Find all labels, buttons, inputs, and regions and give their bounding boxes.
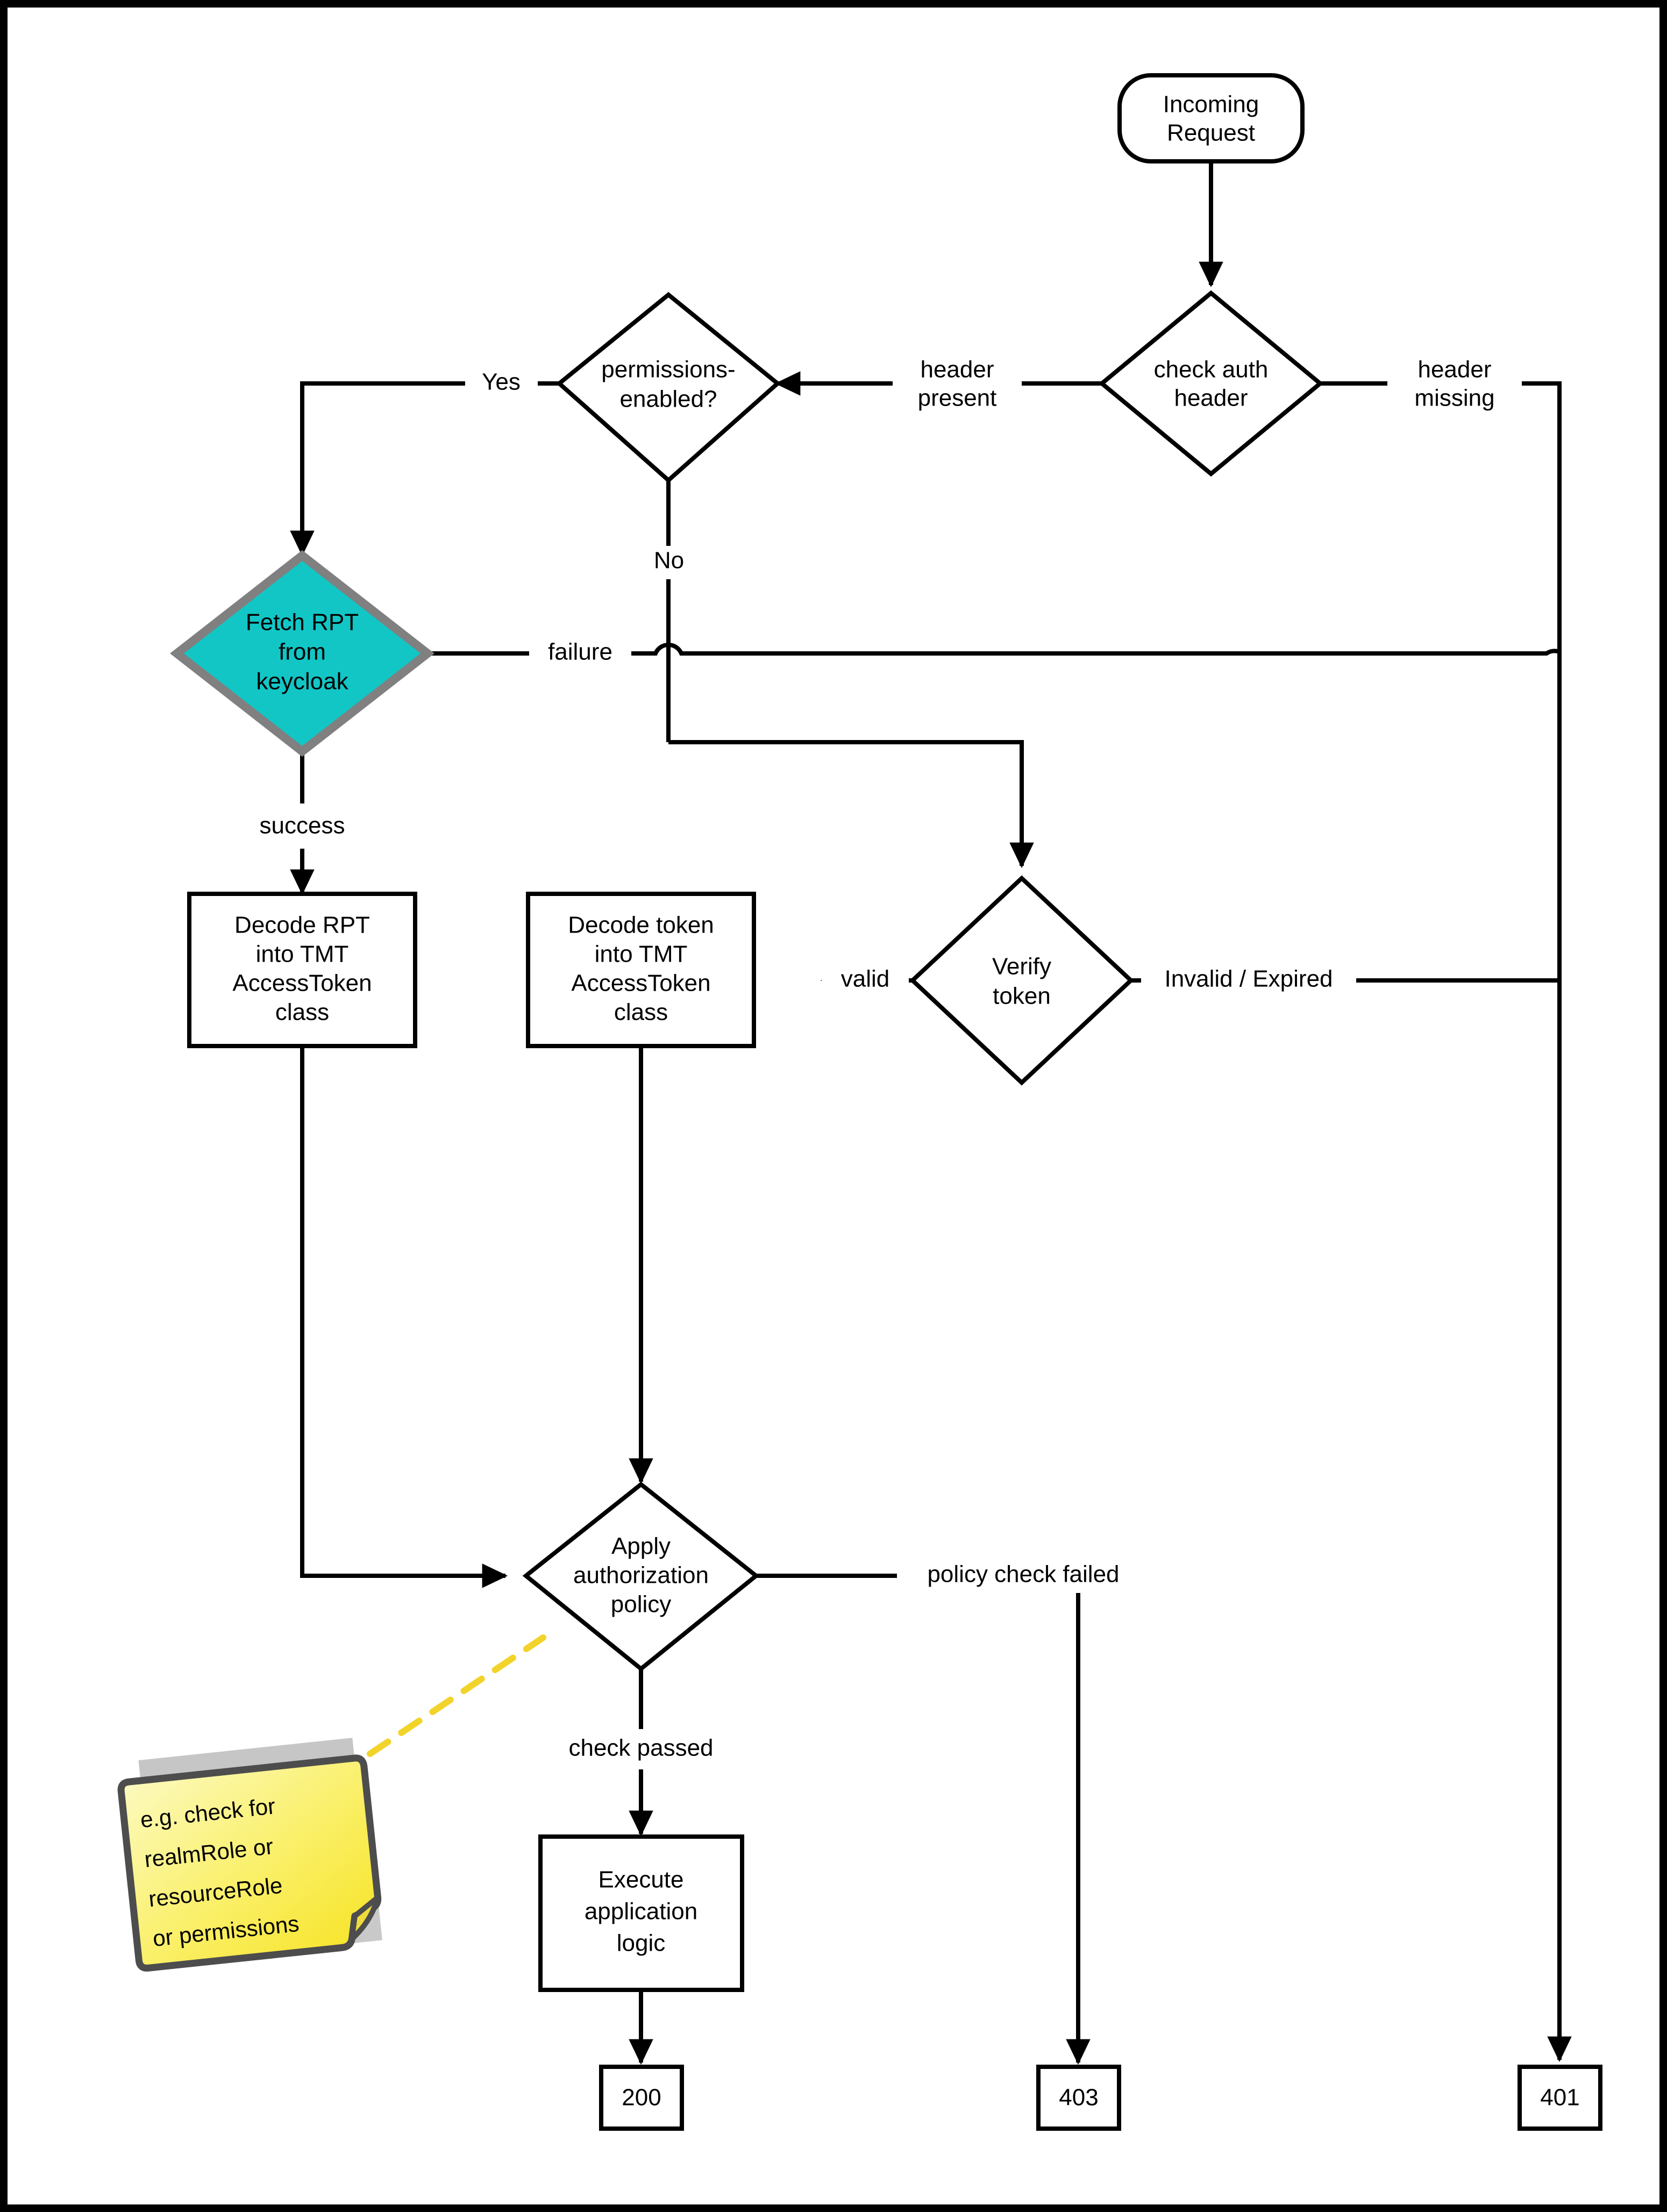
edge-label-yes: Yes xyxy=(482,369,521,395)
edge-label-no: No xyxy=(654,547,684,574)
status-403-shape xyxy=(1036,2065,1121,2131)
edge-label-invalid-expired: Invalid / Expired xyxy=(1164,966,1333,992)
node-decode-rpt[interactable]: Decode RPT into TMT AccessToken class xyxy=(187,892,417,1048)
label-plate-no xyxy=(640,546,698,579)
sticky-note[interactable]: e.g. check for realmRole or resourceRole… xyxy=(117,1737,383,1972)
label-plate-header-present xyxy=(893,355,1022,414)
edge-label-valid: valid xyxy=(841,966,890,992)
verify-token-shape xyxy=(909,875,1134,1086)
decode-rpt-label-4: class xyxy=(275,999,329,1026)
label-plate-header-missing xyxy=(1387,355,1522,414)
label-plate-failure xyxy=(529,637,631,671)
label-plate-policy-check-failed xyxy=(897,1560,1150,1593)
edge-label-header-present-1: header xyxy=(920,357,994,383)
permissions-enabled-label-2: enabled? xyxy=(619,386,717,412)
apply-policy-label-2: authorization xyxy=(573,1562,709,1589)
node-incoming-request[interactable]: Incoming Request xyxy=(1117,73,1305,163)
execute-logic-shape xyxy=(538,1834,744,1992)
node-decode-token[interactable]: Decode token into TMT AccessToken class xyxy=(526,892,756,1048)
label-plate-valid xyxy=(822,964,909,998)
decode-rpt-shape xyxy=(187,892,417,1048)
node-verify-token[interactable]: Verify token xyxy=(909,875,1134,1086)
execute-logic-label-1: Execute xyxy=(599,1867,684,1893)
check-auth-header-shape xyxy=(1098,290,1324,477)
edge-label-header-missing-2: missing xyxy=(1414,385,1494,411)
node-execute-logic[interactable]: Execute application logic xyxy=(538,1834,744,1992)
decode-token-label-1: Decode token xyxy=(568,912,714,938)
apply-policy-label-3: policy xyxy=(611,1591,672,1618)
status-403-label: 403 xyxy=(1059,2085,1098,2111)
execute-logic-label-2: application xyxy=(585,1898,697,1925)
verify-token-label-2: token xyxy=(993,983,1051,1009)
decode-rpt-label-1: Decode RPT xyxy=(234,912,370,938)
execute-logic-label-3: logic xyxy=(617,1930,666,1957)
status-200-shape xyxy=(599,2065,684,2131)
node-status-401[interactable]: 401 xyxy=(1518,2065,1602,2131)
node-permissions-enabled[interactable]: permissions- enabled? xyxy=(555,291,781,483)
status-401-shape xyxy=(1518,2065,1602,2131)
fetch-rpt-shape xyxy=(170,550,434,757)
incoming-request-label-2: Request xyxy=(1167,120,1255,146)
node-check-auth-header[interactable]: check auth header xyxy=(1098,290,1324,477)
edge-checkauth-to-rail xyxy=(1320,381,1562,651)
check-auth-header-label-1: check auth xyxy=(1154,357,1269,383)
label-plate-yes xyxy=(465,367,538,401)
apply-policy-label-1: Apply xyxy=(611,1533,671,1560)
edge-label-check-passed: check passed xyxy=(568,1735,713,1761)
status-401-label: 401 xyxy=(1540,2085,1579,2111)
note-body xyxy=(117,1754,382,1972)
edge-decodertp-to-applypolicy xyxy=(300,1046,508,1588)
decode-token-shape xyxy=(526,892,756,1048)
fetch-rpt-label-1: Fetch RPT xyxy=(246,609,359,636)
decode-rpt-label-2: into TMT xyxy=(256,941,349,968)
fetch-rpt-label-3: keycloak xyxy=(256,668,348,695)
label-plate-invalid-expired xyxy=(1141,964,1356,998)
decode-token-label-4: class xyxy=(614,999,668,1026)
verify-token-label-1: Verify xyxy=(992,954,1051,980)
edge-label-header-present-2: present xyxy=(918,385,997,411)
edge-applypolicy-to-403 xyxy=(756,1574,1091,2065)
edge-label-success: success xyxy=(260,813,345,839)
edge-permissions-yes-to-fetchrpt xyxy=(290,381,559,557)
note-curl xyxy=(349,1894,381,1942)
node-status-200[interactable]: 200 xyxy=(599,2065,684,2131)
decode-token-label-3: AccessToken xyxy=(571,970,710,997)
apply-policy-shape xyxy=(522,1481,760,1672)
decode-rpt-label-3: AccessToken xyxy=(232,970,372,997)
edge-fetchrpt-failure-to-rail xyxy=(428,643,1561,656)
edge-label-policy-check-failed: policy check failed xyxy=(927,1561,1119,1588)
edge-permissions-no-seg2 xyxy=(668,740,1034,869)
node-status-403[interactable]: 403 xyxy=(1036,2065,1121,2131)
incoming-request-shape xyxy=(1117,73,1305,163)
node-apply-policy[interactable]: Apply authorization policy xyxy=(522,1481,760,1672)
permissions-enabled-shape xyxy=(555,291,781,483)
edge-label-header-missing-1: header xyxy=(1417,357,1491,383)
check-auth-header-label-2: header xyxy=(1174,385,1248,411)
incoming-request-label-1: Incoming xyxy=(1163,91,1259,118)
fetch-rpt-label-2: from xyxy=(279,639,326,665)
edge-label-failure: failure xyxy=(548,639,612,665)
status-200-label: 200 xyxy=(622,2085,661,2111)
node-fetch-rpt[interactable]: Fetch RPT from keycloak xyxy=(170,550,434,757)
permissions-enabled-label-1: permissions- xyxy=(601,357,735,383)
note-connector-dashed xyxy=(336,1634,546,1778)
decode-token-label-2: into TMT xyxy=(595,941,688,968)
